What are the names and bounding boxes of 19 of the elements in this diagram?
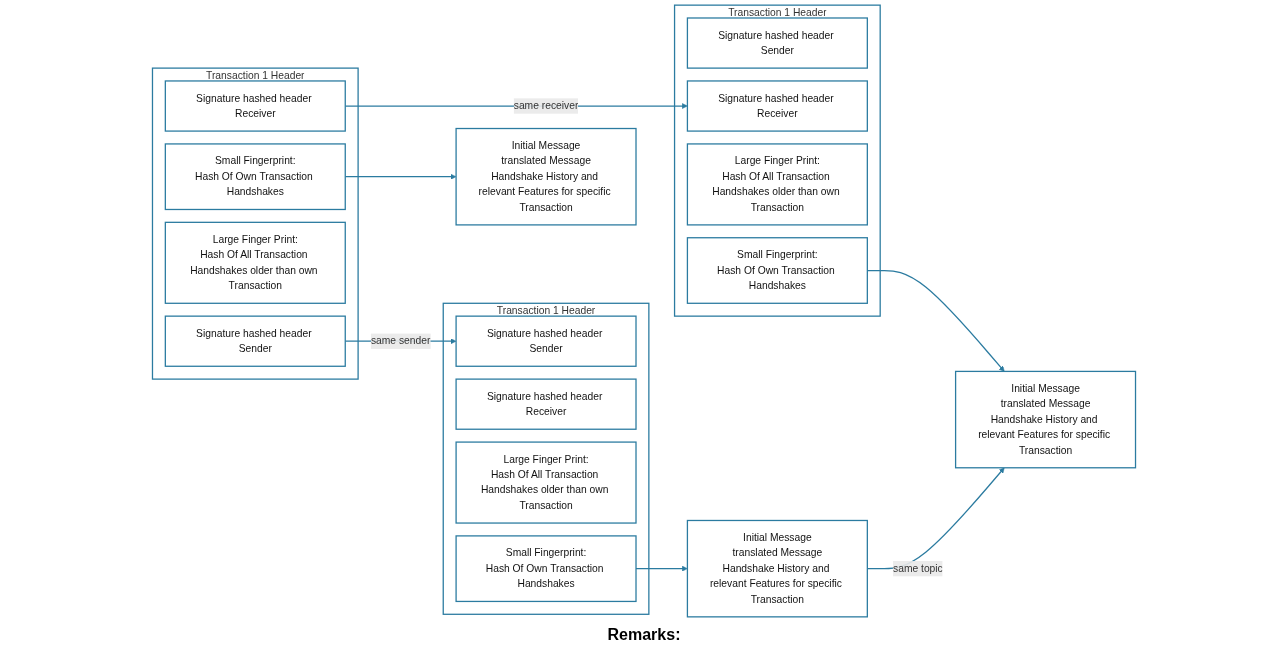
- node-box: Large Finger Print: Hash Of All Transaction Handshakes older than own Transaction: [164, 221, 346, 304]
- node-box: Signature hashed header Sender: [455, 315, 637, 367]
- edge-label: same topic: [893, 562, 943, 574]
- edge-label: same receiver: [513, 100, 579, 112]
- edge-label: same sender: [370, 335, 431, 347]
- node-box: Small Fingerprint: Hash Of Own Transaction Handshakes: [164, 143, 346, 211]
- node-box: Initial Message translated Message Handshake History and relevant Features for specific Transaction: [455, 127, 637, 226]
- node-box: Signature hashed header Receiver: [455, 378, 637, 430]
- node-box: Signature hashed header Receiver: [164, 80, 346, 132]
- node-box: Small Fingerprint: Hash Of Own Transaction Handshakes: [455, 535, 637, 603]
- node-box: Initial Message translated Message Handshake History and relevant Features for specific Transaction: [954, 370, 1137, 469]
- node-box: Initial Message translated Message Handshake History and relevant Features for specific Transaction: [686, 519, 868, 618]
- node-box: Small Fingerprint: Hash Of Own Transaction Handshakes: [686, 237, 868, 304]
- node-box: Large Finger Print: Hash Of All Transaction Handshakes older than own Transaction: [455, 441, 637, 524]
- node-box: Signature hashed header Sender: [164, 315, 346, 367]
- node-box: Large Finger Print: Hash Of All Transaction Handshakes older than own Transaction: [686, 143, 868, 226]
- node-box: Signature hashed header Sender: [686, 17, 868, 69]
- remarks-heading: Remarks:: [607, 626, 681, 644]
- node-box: Signature hashed header Receiver: [686, 80, 868, 132]
